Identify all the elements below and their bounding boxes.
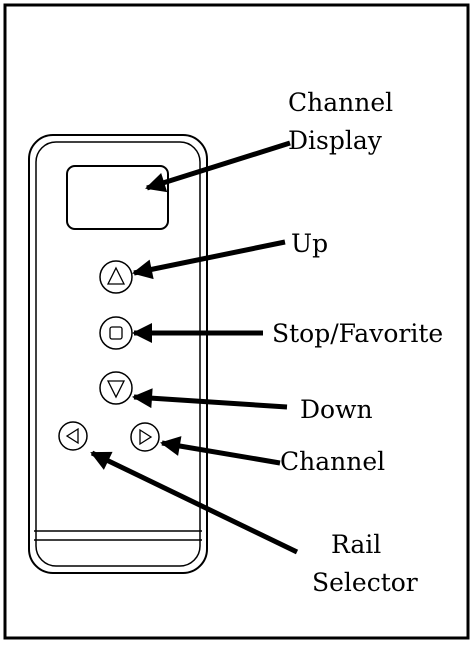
label-rail-selector-2: Selector xyxy=(312,568,418,597)
up-button[interactable] xyxy=(99,260,133,294)
left-button[interactable] xyxy=(58,421,88,451)
label-down: Down xyxy=(300,395,373,424)
channel-display-screen xyxy=(66,165,169,230)
label-channel: Channel xyxy=(280,447,385,476)
arrow-up xyxy=(132,239,286,280)
arrow-channel xyxy=(160,436,281,466)
arrow-channel-display xyxy=(145,140,291,193)
up-triangle-icon xyxy=(106,266,126,285)
down-button[interactable] xyxy=(99,371,133,405)
label-stop-favorite: Stop/Favorite xyxy=(272,319,443,348)
arrow-rail-selector xyxy=(90,450,299,555)
stop-square-icon xyxy=(109,326,123,340)
right-triangle-icon xyxy=(139,428,153,446)
outer-frame xyxy=(3,3,470,640)
arrow-down xyxy=(132,388,288,410)
down-triangle-icon xyxy=(106,380,126,399)
right-button[interactable] xyxy=(130,422,160,452)
stop-favorite-button[interactable] xyxy=(99,316,133,350)
label-rail-selector-1: Rail xyxy=(331,530,381,559)
remote-body xyxy=(28,134,208,574)
label-channel-display-1: Channel xyxy=(288,88,393,117)
label-channel-display-2: Display xyxy=(288,126,383,155)
left-triangle-icon xyxy=(65,427,79,445)
label-up: Up xyxy=(291,229,328,258)
